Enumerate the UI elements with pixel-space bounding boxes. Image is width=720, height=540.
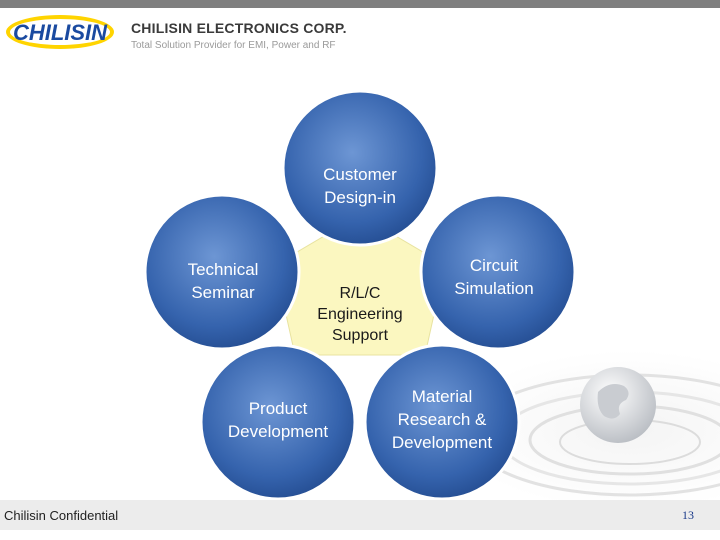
petal-left-label: Technical Seminar [187,260,259,302]
svg-text:CHILISIN: CHILISIN [13,20,108,45]
petal-top [281,89,439,247]
petal-right-label: Circuit Simulation [454,256,534,298]
company-tagline: Total Solution Provider for EMI, Power a… [131,40,336,51]
center-label: R/L/C Engineering Support [317,285,403,344]
petal-bottom-left-label: Product Development [227,399,329,441]
petal-top-label: Customer Design-in [323,165,397,207]
petal-bottom-left [199,343,357,501]
footer-bar [0,500,720,530]
page-number: 13 [682,508,694,522]
petal-right [419,193,577,351]
petal-left [143,193,301,351]
petal-bottom-right-label: Material Research & Development [391,387,493,452]
confidential-notice: Chilisin Confidential [4,508,119,523]
petal-bottom-right [363,343,521,501]
globe-decoration [450,350,720,500]
company-name: CHILISIN ELECTRONICS CORP. [131,20,347,36]
header: CHILISIN CHILISIN ELECTRONICS CORP. Tota… [0,8,720,60]
chilisin-logo: CHILISIN [6,15,114,49]
top-bar [0,0,720,8]
